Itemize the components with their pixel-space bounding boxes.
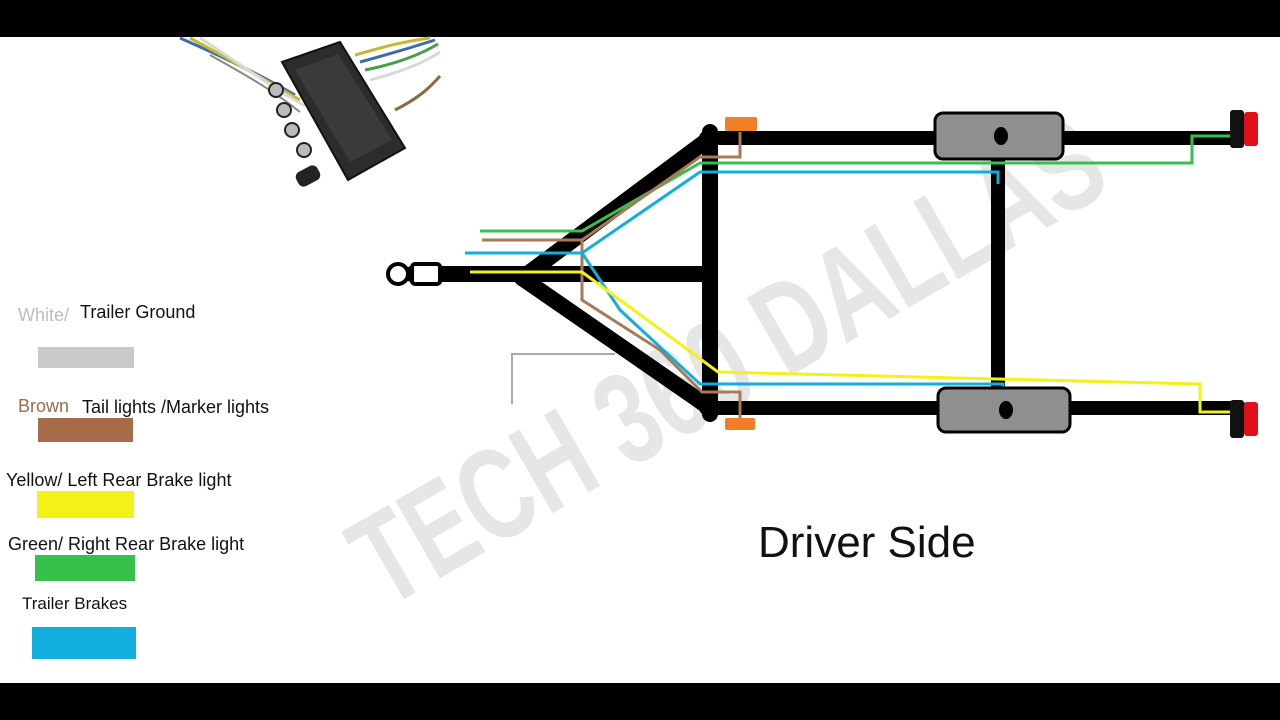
- driver-side-label: Driver Side: [758, 518, 976, 567]
- front-marker-light-left: [725, 418, 755, 430]
- legend-label-trailer-brakes: Trailer Brakes: [22, 594, 128, 613]
- tail-light-left: [1230, 400, 1258, 438]
- hub-right: [933, 111, 1065, 161]
- hub-left: [936, 386, 1072, 434]
- four-way-connector: [179, 36, 442, 187]
- wires: [465, 132, 1242, 420]
- tail-light-right: [1230, 110, 1258, 148]
- letterbox-bottom: [0, 683, 1280, 720]
- legend-label-green: Green/ Right Rear Brake light: [8, 534, 245, 554]
- letterbox-top: [0, 0, 1280, 37]
- watermark: TECH 360 DALLAS: [326, 87, 1129, 634]
- legend-swatch-blue: [32, 627, 136, 659]
- legend-swatch-brown: [38, 418, 133, 442]
- legend-swatch-yellow: [37, 491, 134, 518]
- legend-prefix-brown: Brown: [18, 396, 70, 416]
- legend-label-trailer-ground: Trailer Ground: [80, 302, 196, 322]
- legend-swatch-white: [38, 347, 134, 368]
- legend-label-tail-lights: Tail lights /Marker lights: [82, 397, 270, 417]
- legend-swatch-green: [35, 555, 135, 581]
- front-marker-light-right: [725, 117, 757, 131]
- hitch-coupler: [386, 262, 442, 286]
- legend-label-yellow: Yellow/ Left Rear Brake light: [6, 470, 232, 490]
- legend-prefix-white: White/: [18, 305, 70, 325]
